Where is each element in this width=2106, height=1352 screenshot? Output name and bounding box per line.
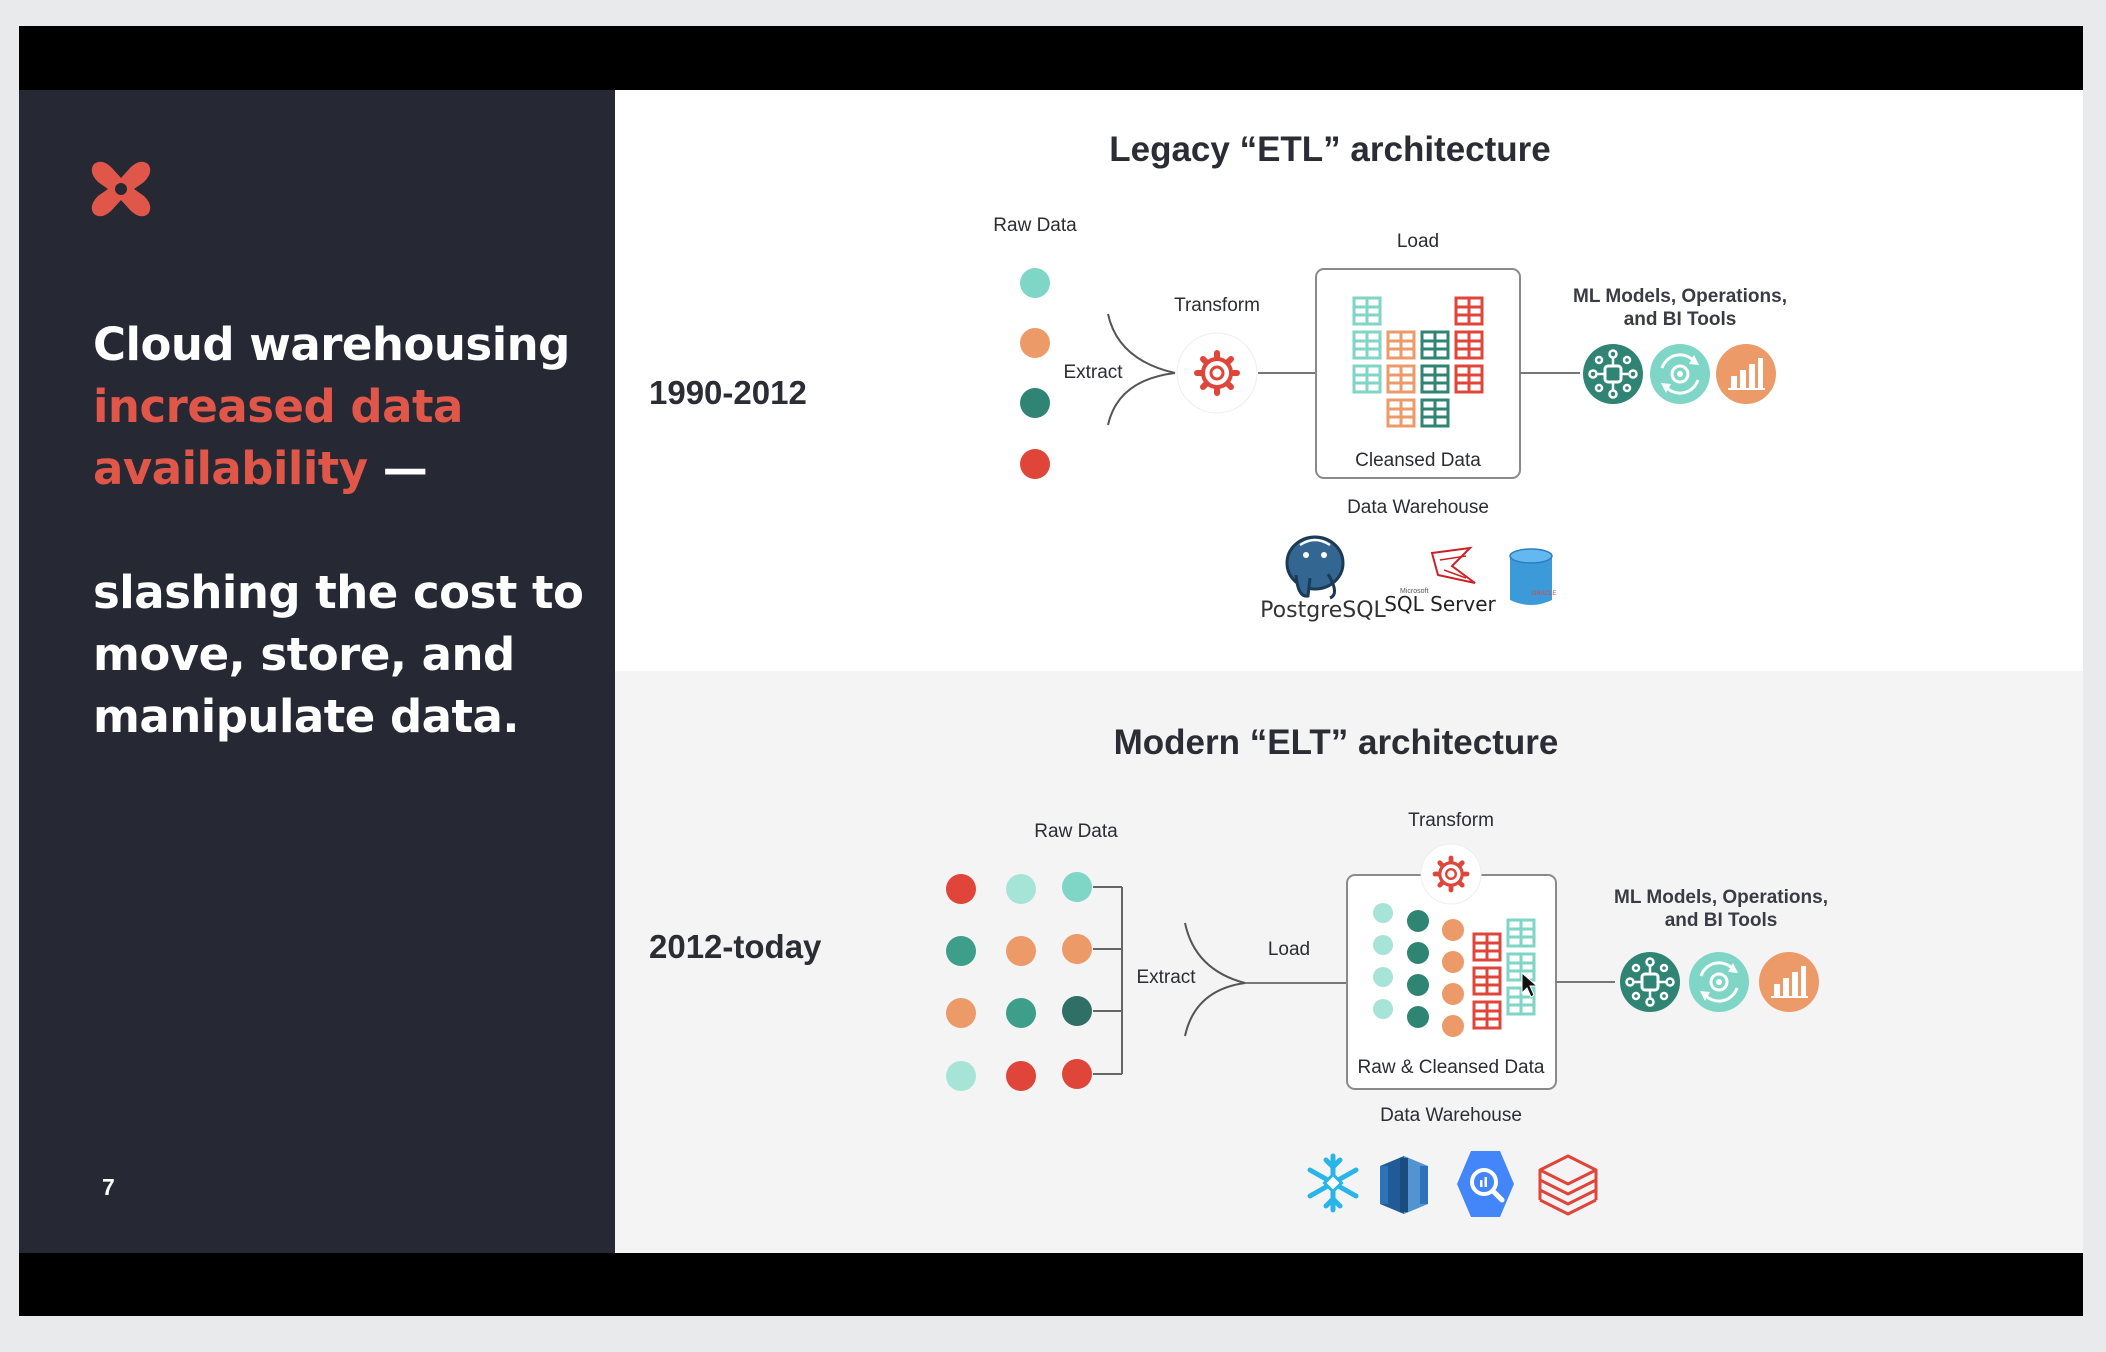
data-dot	[1373, 967, 1393, 987]
raw-data-dot	[1062, 934, 1092, 964]
oracle-wordmark: ORACLE	[1532, 591, 1557, 597]
legacy-extract-connector	[1107, 313, 1176, 426]
slide-subhead: slashing the cost to move, store, and ma…	[93, 566, 584, 743]
legacy-extract-label: Extract	[1063, 362, 1123, 383]
legacy-title: Legacy “ETL” architecture	[1109, 130, 1551, 169]
sql-server-icon	[1430, 546, 1476, 584]
modern-extract-label: Extract	[1136, 967, 1196, 988]
data-dot	[1442, 983, 1464, 1005]
data-dot	[1373, 903, 1393, 923]
data-dot	[1442, 1015, 1464, 1037]
modern-title: Modern “ELT” architecture	[1114, 723, 1559, 762]
modern-transform-label: Transform	[1408, 810, 1494, 831]
modern-raw-data-bracket	[1093, 886, 1123, 1075]
oracle-database-icon	[1509, 548, 1553, 605]
raw-data-dot	[1020, 388, 1050, 418]
dbt-logo-icon	[91, 161, 151, 217]
raw-data-dot	[1020, 449, 1050, 479]
legacy-warehouse-box	[1315, 268, 1521, 479]
legacy-raw-data-label: Raw Data	[993, 215, 1077, 236]
modern-raw-data-label: Raw Data	[1034, 821, 1118, 842]
raw-data-dot	[1020, 268, 1050, 298]
raw-data-dot	[1062, 996, 1092, 1026]
postgresql-elephant-icon	[1285, 535, 1345, 600]
postgresql-wordmark: PostgreSQL	[1260, 598, 1386, 623]
modern-load-label: Load	[1268, 939, 1310, 960]
legacy-load-label: Load	[1397, 231, 1439, 252]
raw-data-dot	[1006, 1061, 1036, 1091]
headline-dash: —	[367, 442, 428, 495]
page-number: 7	[102, 1174, 115, 1200]
slide-left-panel	[19, 90, 615, 1253]
legacy-bar-chart-icon	[1715, 343, 1777, 405]
raw-data-dot	[946, 1061, 976, 1091]
modern-era-label: 2012-today	[649, 928, 822, 965]
modern-raw-cleansed-label: Raw & Cleansed Data	[1358, 1057, 1545, 1078]
data-dot	[1407, 910, 1429, 932]
raw-data-dot	[946, 998, 976, 1028]
headline-accent: increased data availability	[93, 380, 463, 495]
data-dot	[1407, 974, 1429, 996]
raw-data-dot	[1006, 874, 1036, 904]
raw-data-dot	[946, 936, 976, 966]
data-dot	[1407, 1006, 1429, 1028]
sql-server-logo: Microsoft SQL Server	[1384, 546, 1497, 616]
data-dot	[1373, 935, 1393, 955]
databricks-icon	[1538, 1154, 1598, 1216]
legacy-refresh-gear-icon	[1648, 342, 1712, 406]
data-dot	[1407, 942, 1429, 964]
legacy-tools-label-line1: ML Models, Operations,	[1573, 286, 1787, 307]
sql-server-wordmark: SQL Server	[1384, 592, 1496, 616]
oracle-logo: ORACLE	[1509, 548, 1557, 605]
modern-extract-connector	[1184, 922, 1246, 1037]
legacy-cleansed-data-label: Cleansed Data	[1355, 450, 1481, 471]
data-dot	[1442, 919, 1464, 941]
raw-data-dot	[1006, 936, 1036, 966]
modern-warehouse-label: Data Warehouse	[1380, 1105, 1522, 1126]
modern-tools-label-line2: and BI Tools	[1665, 910, 1778, 931]
modern-raw-data-dots	[946, 872, 1092, 1091]
modern-refresh-gear-icon	[1687, 950, 1751, 1014]
data-dot	[1373, 999, 1393, 1019]
legacy-tools-label-line2: and BI Tools	[1624, 309, 1737, 330]
raw-data-dot	[1062, 872, 1092, 902]
legacy-transform-gear-icon	[1176, 332, 1258, 414]
raw-data-dot	[1020, 328, 1050, 358]
data-dot	[1442, 951, 1464, 973]
legacy-raw-data-dots	[1020, 268, 1050, 479]
legacy-network-icon	[1581, 342, 1645, 406]
legacy-warehouse-label: Data Warehouse	[1347, 497, 1489, 518]
modern-bar-chart-icon	[1758, 951, 1820, 1013]
raw-data-dot	[946, 874, 976, 904]
slide-headline: Cloud warehousing increased data availab…	[93, 314, 593, 500]
redshift-icon	[1380, 1156, 1428, 1214]
modern-network-icon	[1618, 950, 1682, 1014]
legacy-era-label: 1990-2012	[649, 374, 807, 411]
raw-data-dot	[1062, 1059, 1092, 1089]
headline-part1: Cloud warehousing	[93, 318, 570, 371]
sql-server-small-label: Microsoft	[1400, 588, 1428, 595]
legacy-transform-label: Transform	[1174, 295, 1260, 316]
postgresql-logo: PostgreSQL	[1260, 535, 1387, 623]
mouse-cursor-icon	[1521, 971, 1539, 998]
modern-tools-label-line1: ML Models, Operations,	[1614, 887, 1828, 908]
modern-transform-gear-icon	[1420, 843, 1482, 905]
modern-raw-cleansed-content	[1373, 903, 1536, 1037]
bigquery-icon	[1457, 1151, 1514, 1217]
snowflake-icon	[1307, 1153, 1359, 1213]
raw-data-dot	[1006, 998, 1036, 1028]
